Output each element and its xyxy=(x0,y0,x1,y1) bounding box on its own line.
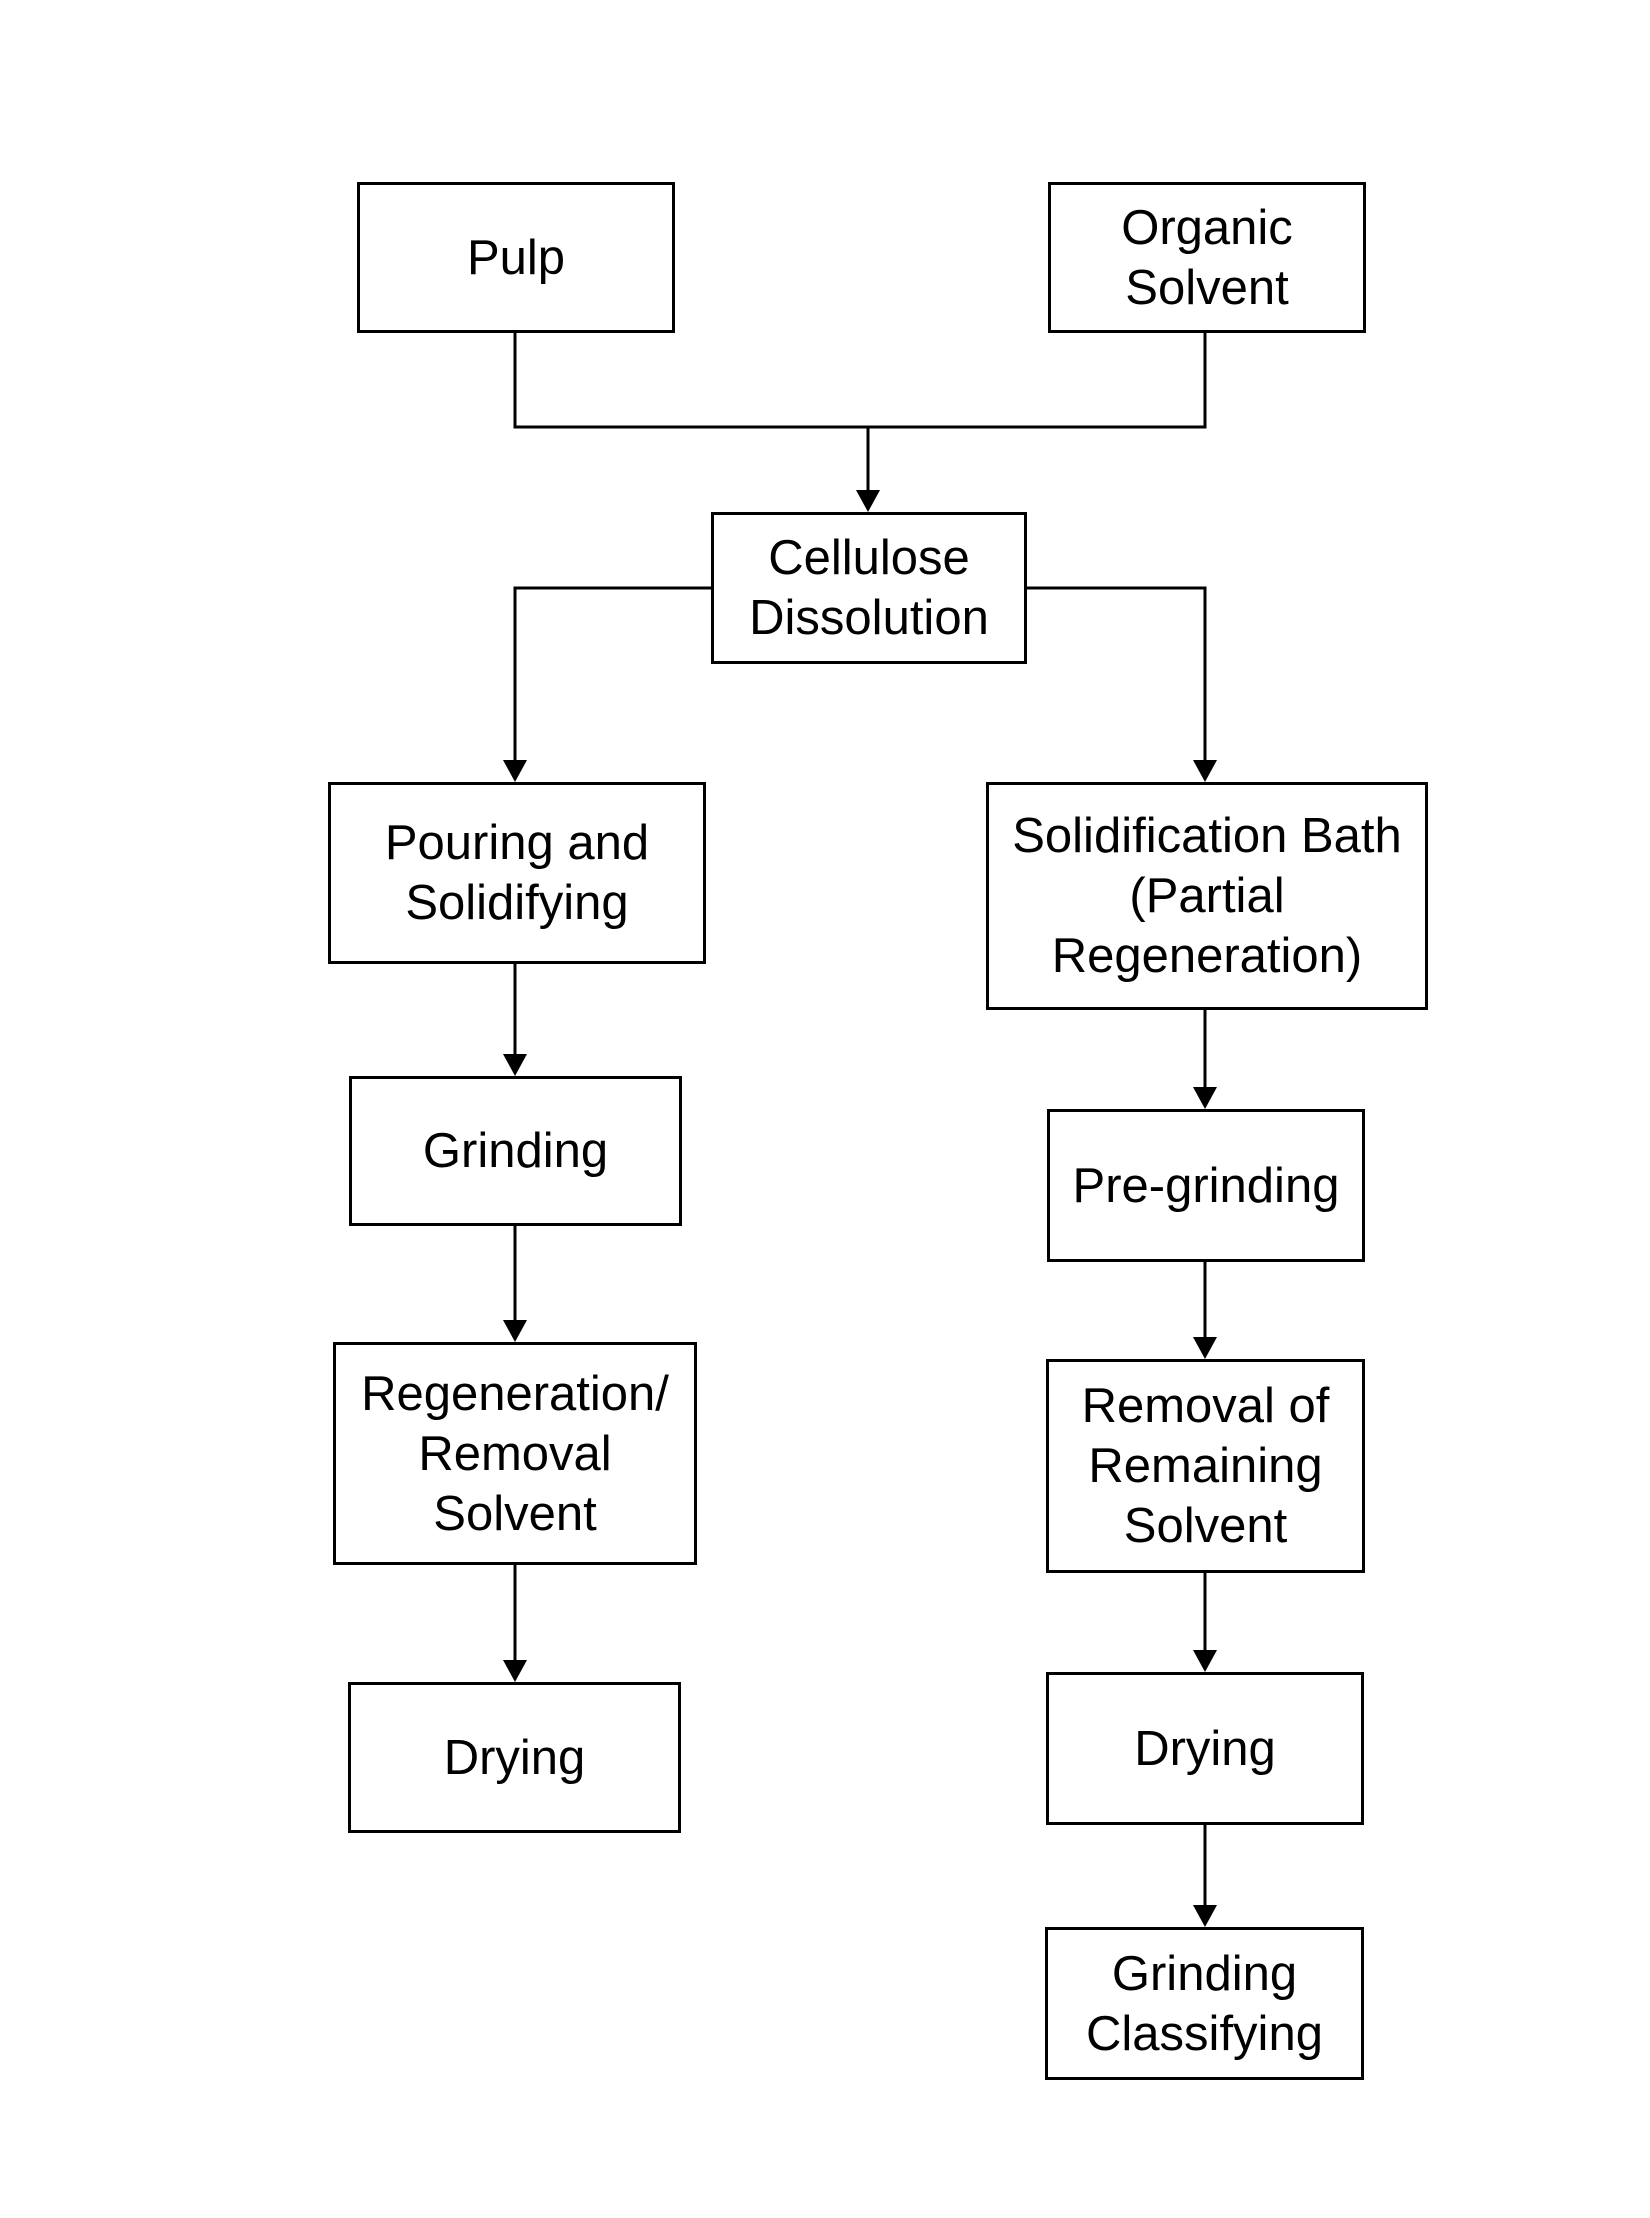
grinding-left-label: Grinding xyxy=(423,1121,608,1181)
grinding-classifying-label: Grinding Classifying xyxy=(1086,1944,1323,2064)
drying-right-label: Drying xyxy=(1134,1719,1276,1779)
pulp-box: Pulp xyxy=(357,182,675,333)
drying-left-box: Drying xyxy=(348,1682,681,1833)
grinding-left-box: Grinding xyxy=(349,1076,682,1226)
arrow-dissolution-to-pouring xyxy=(515,588,713,770)
removal-remaining-label: Removal of Remaining Solvent xyxy=(1082,1376,1330,1556)
cellulose-dissolution-box: Cellulose Dissolution xyxy=(711,512,1027,664)
grinding-classifying-box: Grinding Classifying xyxy=(1045,1927,1364,2080)
removal-remaining-box: Removal of Remaining Solvent xyxy=(1046,1359,1365,1573)
connector-solvent-merge xyxy=(868,333,1205,427)
pouring-solidifying-label: Pouring and Solidifying xyxy=(385,813,649,933)
regeneration-removal-box: Regeneration/ Removal Solvent xyxy=(333,1342,697,1565)
connector-pulp-merge xyxy=(515,333,868,427)
cellulose-dissolution-label: Cellulose Dissolution xyxy=(749,528,989,648)
pouring-solidifying-box: Pouring and Solidifying xyxy=(328,782,706,964)
solidification-bath-box: Solidification Bath (Partial Regeneratio… xyxy=(986,782,1428,1010)
drying-left-label: Drying xyxy=(444,1728,586,1788)
regeneration-removal-label: Regeneration/ Removal Solvent xyxy=(361,1364,669,1544)
pre-grinding-box: Pre-grinding xyxy=(1047,1109,1365,1262)
solidification-bath-label: Solidification Bath (Partial Regeneratio… xyxy=(1012,806,1402,986)
pulp-label: Pulp xyxy=(467,228,565,288)
drying-right-box: Drying xyxy=(1046,1672,1364,1825)
organic-solvent-box: Organic Solvent xyxy=(1048,182,1366,333)
pre-grinding-label: Pre-grinding xyxy=(1073,1156,1340,1216)
organic-solvent-label: Organic Solvent xyxy=(1121,198,1293,318)
arrow-dissolution-to-bath xyxy=(1022,588,1205,770)
